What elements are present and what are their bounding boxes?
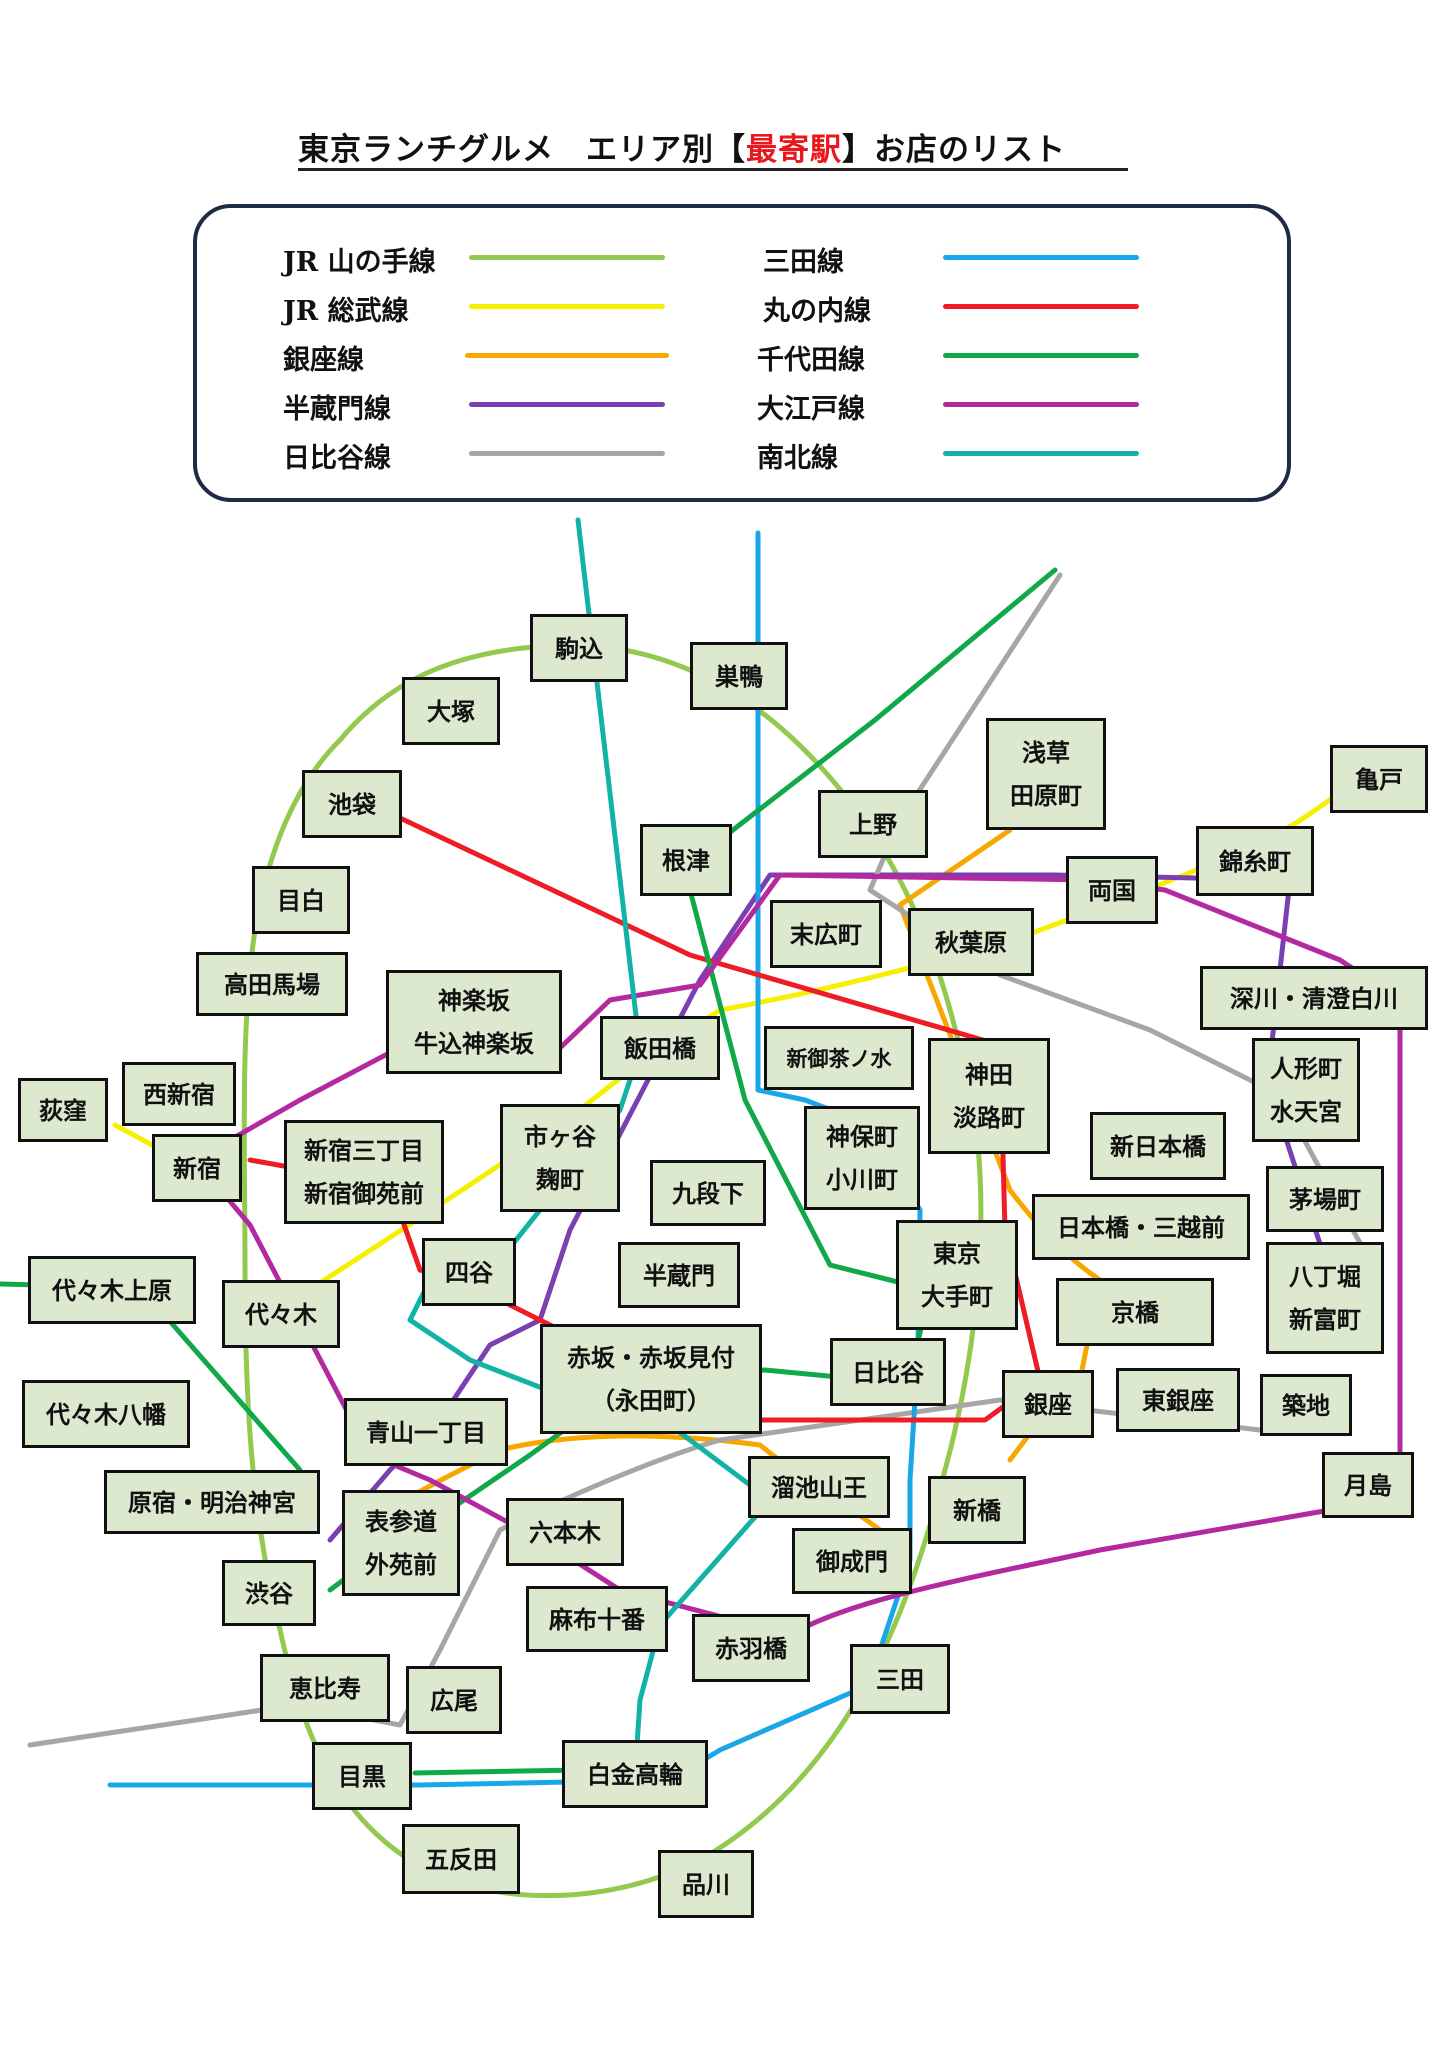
station-ogikubo[interactable]: 荻窪 [18,1078,108,1142]
station-kinshicho[interactable]: 錦糸町 [1196,826,1314,896]
station-tsukiji[interactable]: 築地 [1260,1374,1352,1436]
legend-label: JR 山の手線 [283,247,436,278]
station-ginza[interactable]: 銀座 [1002,1370,1094,1438]
legend-item-namboku: 南北線 [757,430,1257,476]
station-meguro[interactable]: 目黒 [312,1742,412,1810]
station-ningyocho[interactable]: 人形町水天宮 [1252,1038,1360,1142]
station-akasaka[interactable]: 赤坂・赤坂見付（永田町） [540,1324,762,1434]
legend-label: 半蔵門線 [283,394,391,425]
legend-label: 南北線 [757,443,838,474]
station-tsukishima[interactable]: 月島 [1322,1452,1414,1518]
legend-swatch [465,353,669,358]
station-shinnihonbashi[interactable]: 新日本橋 [1090,1112,1226,1180]
station-jimbocho[interactable]: 神保町小川町 [804,1106,920,1210]
legend-swatch [469,255,665,260]
station-akabanebashi[interactable]: 赤羽橋 [692,1614,810,1682]
station-aoyama[interactable]: 青山一丁目 [344,1398,508,1466]
station-shinochanomizu[interactable]: 新御茶ノ水 [764,1026,914,1090]
station-harajuku[interactable]: 原宿・明治神宮 [104,1470,320,1534]
station-fukagawa[interactable]: 深川・清澄白川 [1200,966,1428,1030]
legend-label: 丸の内線 [763,296,871,327]
title-highlight: 最寄駅 [746,132,842,168]
station-hanzomon[interactable]: 半蔵門 [618,1242,740,1308]
station-ebisu[interactable]: 恵比寿 [260,1654,390,1722]
line-legend: JR 山の手線 JR 総武線 銀座線 半蔵門線 日比谷線 三田線 丸の内線 千代… [193,204,1291,502]
station-asakusa[interactable]: 浅草田原町 [986,718,1106,830]
station-shinjukusanchome[interactable]: 新宿三丁目新宿御苑前 [284,1120,444,1224]
station-hatchobori[interactable]: 八丁堀新富町 [1266,1242,1384,1354]
legend-item-oedo: 大江戸線 [757,381,1257,427]
station-higashiginza[interactable]: 東銀座 [1116,1368,1240,1432]
station-takadanobaba[interactable]: 高田馬場 [196,952,348,1016]
station-ueno[interactable]: 上野 [818,790,928,858]
station-otsuka[interactable]: 大塚 [402,677,500,745]
station-tameike[interactable]: 溜池山王 [748,1456,890,1518]
station-yoyogihachiman[interactable]: 代々木八幡 [22,1380,190,1448]
station-nishishinjuku[interactable]: 西新宿 [122,1062,236,1126]
station-ryogoku[interactable]: 両国 [1066,856,1158,924]
station-mejiro[interactable]: 目白 [252,866,350,934]
legend-item-hibiya: 日比谷線 [283,430,783,476]
legend-item-chiyoda: 千代田線 [757,332,1257,378]
legend-label: 三田線 [763,247,844,278]
station-shirokanetakanawa[interactable]: 白金高輪 [562,1740,708,1808]
legend-label: 千代田線 [757,345,865,376]
station-ikebukuro[interactable]: 池袋 [302,770,402,838]
legend-label: 日比谷線 [283,443,391,474]
station-nezu[interactable]: 根津 [640,824,732,896]
station-roppongi[interactable]: 六本木 [506,1498,624,1566]
legend-swatch [943,402,1139,407]
legend-swatch [469,402,665,407]
legend-swatch [469,451,665,456]
station-tokyo[interactable]: 東京大手町 [896,1220,1018,1330]
station-ichigaya[interactable]: 市ヶ谷麹町 [500,1104,620,1212]
legend-item-mita: 三田線 [763,234,1263,280]
station-akihabara[interactable]: 秋葉原 [908,908,1034,976]
legend-item-hanzomon: 半蔵門線 [283,381,783,427]
station-nihonbashi[interactable]: 日本橋・三越前 [1032,1194,1250,1260]
station-omotesando[interactable]: 表参道外苑前 [342,1490,460,1596]
legend-swatch [943,255,1139,260]
station-komagome[interactable]: 駒込 [530,614,628,682]
station-iidabashi[interactable]: 飯田橋 [600,1016,720,1080]
page-title: 東京ランチグルメ エリア別【最寄駅】お店のリスト [298,124,1128,171]
legend-swatch [943,353,1139,358]
station-kanda[interactable]: 神田淡路町 [928,1038,1050,1154]
legend-item-yamanote: JR 山の手線 [283,234,783,280]
station-hiroo[interactable]: 広尾 [406,1666,502,1734]
title-prefix: 東京ランチグルメ エリア別【 [298,132,746,168]
marunouchi-line [247,815,1043,1423]
station-kudanshita[interactable]: 九段下 [650,1160,766,1226]
station-azabujuban[interactable]: 麻布十番 [526,1586,668,1652]
station-shinjuku[interactable]: 新宿 [152,1134,242,1202]
station-mita[interactable]: 三田 [850,1644,950,1714]
station-yoyogi[interactable]: 代々木 [222,1280,340,1348]
station-kameido[interactable]: 亀戸 [1330,745,1428,813]
station-suehirocho[interactable]: 末広町 [770,900,882,968]
legend-item-ginza: 銀座線 [283,332,783,378]
legend-swatch [943,451,1139,456]
station-shimbashi[interactable]: 新橋 [928,1476,1026,1544]
station-hibiya[interactable]: 日比谷 [830,1338,946,1406]
station-kyobashi[interactable]: 京橋 [1056,1278,1214,1346]
station-shibuya[interactable]: 渋谷 [222,1560,316,1626]
station-yotsuya[interactable]: 四谷 [422,1238,516,1306]
legend-label: 大江戸線 [757,394,865,425]
legend-item-sobu: JR 総武線 [283,283,783,329]
station-sugamo[interactable]: 巣鴨 [690,642,788,710]
title-suffix: 】お店のリスト [842,132,1066,168]
station-shinagawa[interactable]: 品川 [658,1850,754,1918]
station-yoyogiuehara[interactable]: 代々木上原 [28,1256,196,1324]
legend-item-marunouchi: 丸の内線 [763,283,1263,329]
station-gotanda[interactable]: 五反田 [402,1824,520,1894]
station-kagurazaka[interactable]: 神楽坂牛込神楽坂 [386,970,562,1074]
station-kayabacho[interactable]: 茅場町 [1266,1166,1384,1232]
legend-swatch [469,304,665,309]
legend-label: JR 総武線 [283,296,409,327]
station-onarimon[interactable]: 御成門 [792,1528,912,1594]
legend-swatch [943,304,1139,309]
legend-label: 銀座線 [283,345,364,376]
